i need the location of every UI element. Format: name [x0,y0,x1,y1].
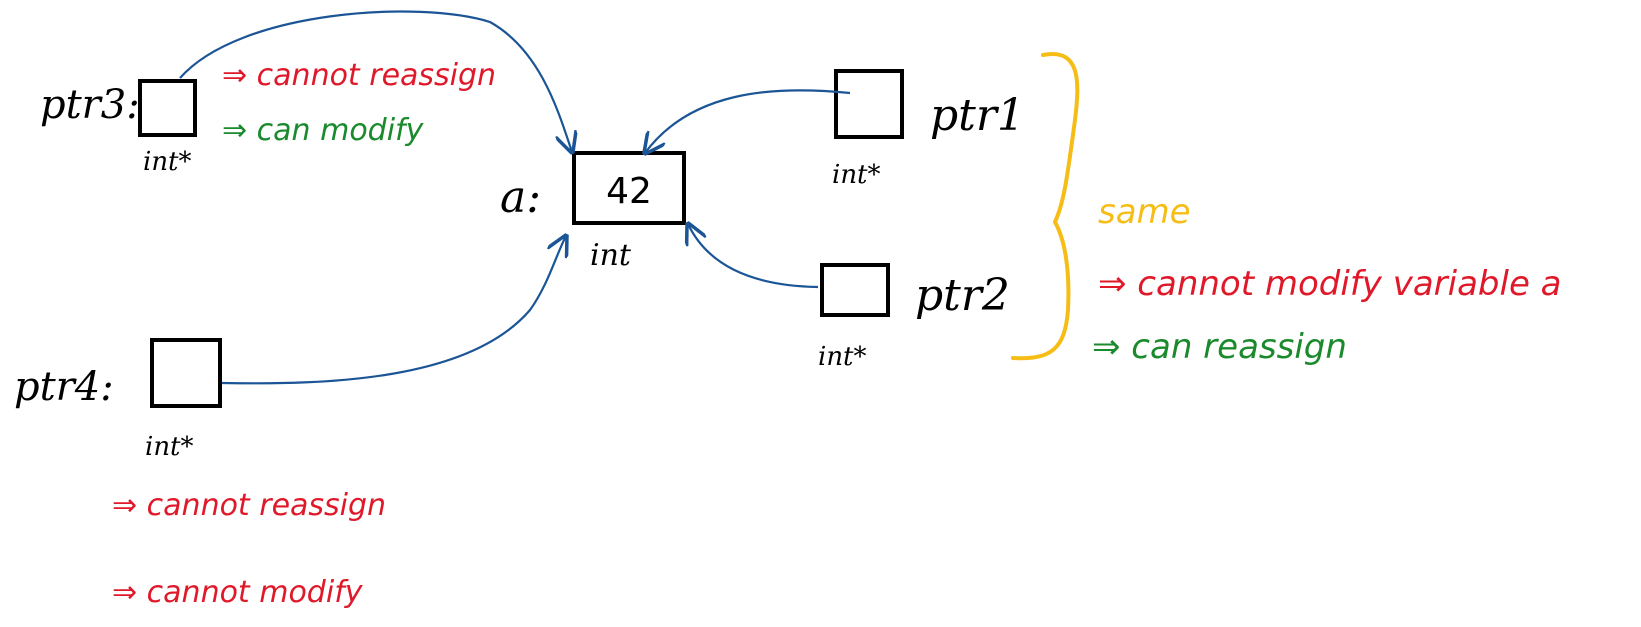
ptr4-arrow [221,236,566,385]
ptr2-name: ptr2 [915,270,1010,321]
pointer-ptr1: ptr1 int* [832,69,1025,190]
ptr3-name: ptr3: [40,82,140,128]
group-note-1: ⇒ cannot modify variable a [1098,264,1562,304]
ptr4-note-1: ⇒ cannot reassign [112,488,386,523]
group-label: same [1098,192,1191,232]
pointer-ptr3: ptr3: int* [40,79,197,177]
ptr4-box [150,338,222,408]
variable-a-box [572,151,686,225]
ptr1-box [834,69,904,139]
variable-a-type: int [590,238,632,273]
variable-a-value: 42 [606,171,652,212]
pointer-ptr2: ptr2 int* [818,263,1010,372]
group-note-2: ⇒ can reassign [1092,327,1347,367]
ptr4-name: ptr4: [14,364,114,410]
ptr3-note-1: ⇒ cannot reassign [222,58,496,93]
ptr3-note-2: ⇒ can modify [222,113,425,148]
variable-a: a: 42 int [500,151,686,273]
ptr2-box [820,263,890,317]
variable-a-name: a: [500,172,541,223]
group-brace [1011,52,1080,361]
pointer-ptr4: ptr4: int* [14,338,222,462]
ptr1-name: ptr1 [930,90,1025,141]
ptr1-type: int* [832,160,881,190]
ptr2-type: int* [818,342,867,372]
ptr1-arrow [645,89,851,153]
ptr3-arrow [179,10,572,152]
ptr4-note-2: ⇒ cannot modify [112,575,364,610]
ptr2-arrow [688,224,819,289]
ptr3-type: int* [143,147,192,177]
ptr4-type: int* [145,432,194,462]
ptr3-box [138,79,197,137]
